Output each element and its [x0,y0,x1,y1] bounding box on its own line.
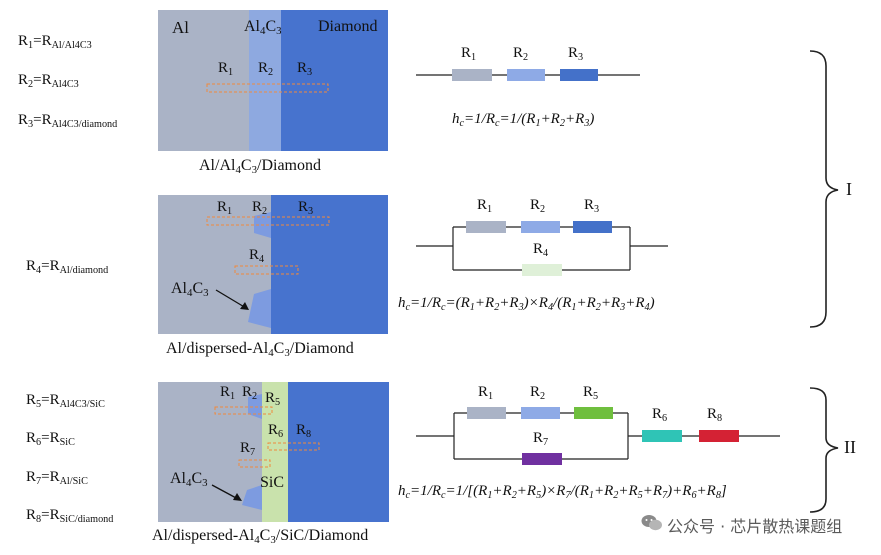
c2-label-r1: R1 [477,197,493,215]
al4c3-particle-bottom [242,485,262,510]
c3-label-r6: R6 [652,406,668,424]
circuit-2 [416,221,668,276]
label-r1-def: R1=RAl/Al4C3 [18,33,92,51]
al4c3-particle-bottom [248,289,271,328]
circuit-3 [416,407,780,465]
c3-label-r7: R7 [533,430,549,448]
panel1-r3: R3 [297,60,313,78]
arrow-line [211,484,239,500]
panel3-r8: R8 [296,422,312,440]
al-label: Al [172,18,189,37]
c3-label-r1: R1 [478,384,494,402]
panel2-svg [158,195,388,334]
sic-layer [262,382,288,522]
panel3-r1: R1 [220,384,236,402]
heat-path-box-1 [214,406,273,415]
formula-parallel: hc=1/Rc=(R1+R2+R3)×R4/(R1+R2+R3+R4) [398,295,655,313]
label-r5-def: R5=RAl4C3/SiC [26,392,105,410]
panel3-caption: Al/dispersed-Al4C3/SiC/Diamond [152,527,369,547]
group-label-two: II [844,437,856,457]
formula-series: hc=1/Rc=1/(R1+R2+R3) [452,111,595,129]
c3-resistor-r7 [522,453,562,465]
c2-label-r2: R2 [530,197,546,215]
panel2-r4: R4 [249,247,265,265]
panel-dispersed-al4c3-sic: R1 R2 R5 R6 R8 R7 Al4C3 SiC [158,382,389,522]
brace-group-one [809,50,839,328]
wechat-icon [641,514,663,537]
group-label-one: I [846,179,852,199]
arrow-head [233,493,242,501]
al-region [158,10,249,151]
c1-resistor-r1 [452,69,492,81]
panel2-r3: R3 [298,199,314,217]
c3-resistor-r1 [467,407,506,419]
label-r6-def: R6=RSiC [26,430,75,448]
c3-label-r8: R8 [707,406,723,424]
c1-label-r1: R1 [461,45,477,63]
c2-resistor-r2 [521,221,560,233]
panel2-r1: R1 [217,199,233,217]
panel3-r6: R6 [268,422,284,440]
sic-label: SiC [260,474,285,491]
brace-group-two [809,387,839,513]
arrow-head [240,302,249,310]
label-r7-def: R7=RAl/SiC [26,469,88,487]
circuit-1 [416,69,640,81]
panel1-svg [158,10,388,151]
panel-dispersed-al4c3: R1 R2 R3 R4 Al4C3 [158,195,388,334]
c2-label-r4: R4 [533,241,549,259]
arrow-line [215,289,247,309]
panel1-r1: R1 [218,60,234,78]
heat-path-box-1 [206,216,330,226]
c2-resistor-r1 [466,221,506,233]
heat-path-box [206,83,329,93]
label-r3-def: R3=RAl4C3/diamond [18,112,118,130]
c1-resistor-r3 [560,69,598,81]
label-r4-def: R4=RAl/diamond [26,258,109,276]
panel3-r7: R7 [240,440,256,458]
panel2-r2: R2 [252,199,268,217]
panel3-r2: R2 [242,384,258,402]
c3-resistor-r5 [574,407,613,419]
al4c3-label: Al4C3 [244,18,282,38]
panel3-al4c3-label: Al4C3 [170,470,208,490]
c3-resistor-r6 [642,430,682,442]
diamond-region [271,195,388,334]
panel2-al4c3-label: Al4C3 [171,280,209,300]
c3-label-r2: R2 [530,384,546,402]
diamond-region [288,382,389,522]
panel-al-al4c3-diamond: Al Al4C3 Diamond R1 R2 R3 [158,10,388,151]
formula-sic: hc=1/Rc=1/[(R1+R2+R5)×R7/(R1+R2+R5+R7)+R… [398,483,727,501]
panel2-caption: Al/dispersed-Al4C3/Diamond [166,340,354,360]
panel1-r2: R2 [258,60,274,78]
diamond-label: Diamond [318,18,378,35]
c1-resistor-r2 [507,69,545,81]
panel1-caption: Al/Al4C3/Diamond [199,157,321,177]
c3-label-r5: R5 [583,384,599,402]
c1-label-r3: R3 [568,45,584,63]
label-r8-def: R8=RSiC/diamond [26,507,114,525]
diamond-region [281,10,388,151]
c2-label-r3: R3 [584,197,600,215]
heat-path-box-2 [267,442,320,451]
heat-path-box-2 [234,265,299,275]
heat-path-box-3 [238,459,271,468]
c3-resistor-r8 [699,430,739,442]
c2-resistor-r3 [573,221,612,233]
watermark-text: 公众号 · 芯片散热课题组 [667,517,843,536]
panel3-r5: R5 [265,390,281,408]
panel3-svg [158,382,389,522]
c1-label-r2: R2 [513,45,529,63]
label-r2-def: R2=RAl4C3 [18,72,79,90]
al4c3-layer [249,10,281,151]
c3-resistor-r2 [521,407,560,419]
c2-resistor-r4 [522,264,562,276]
